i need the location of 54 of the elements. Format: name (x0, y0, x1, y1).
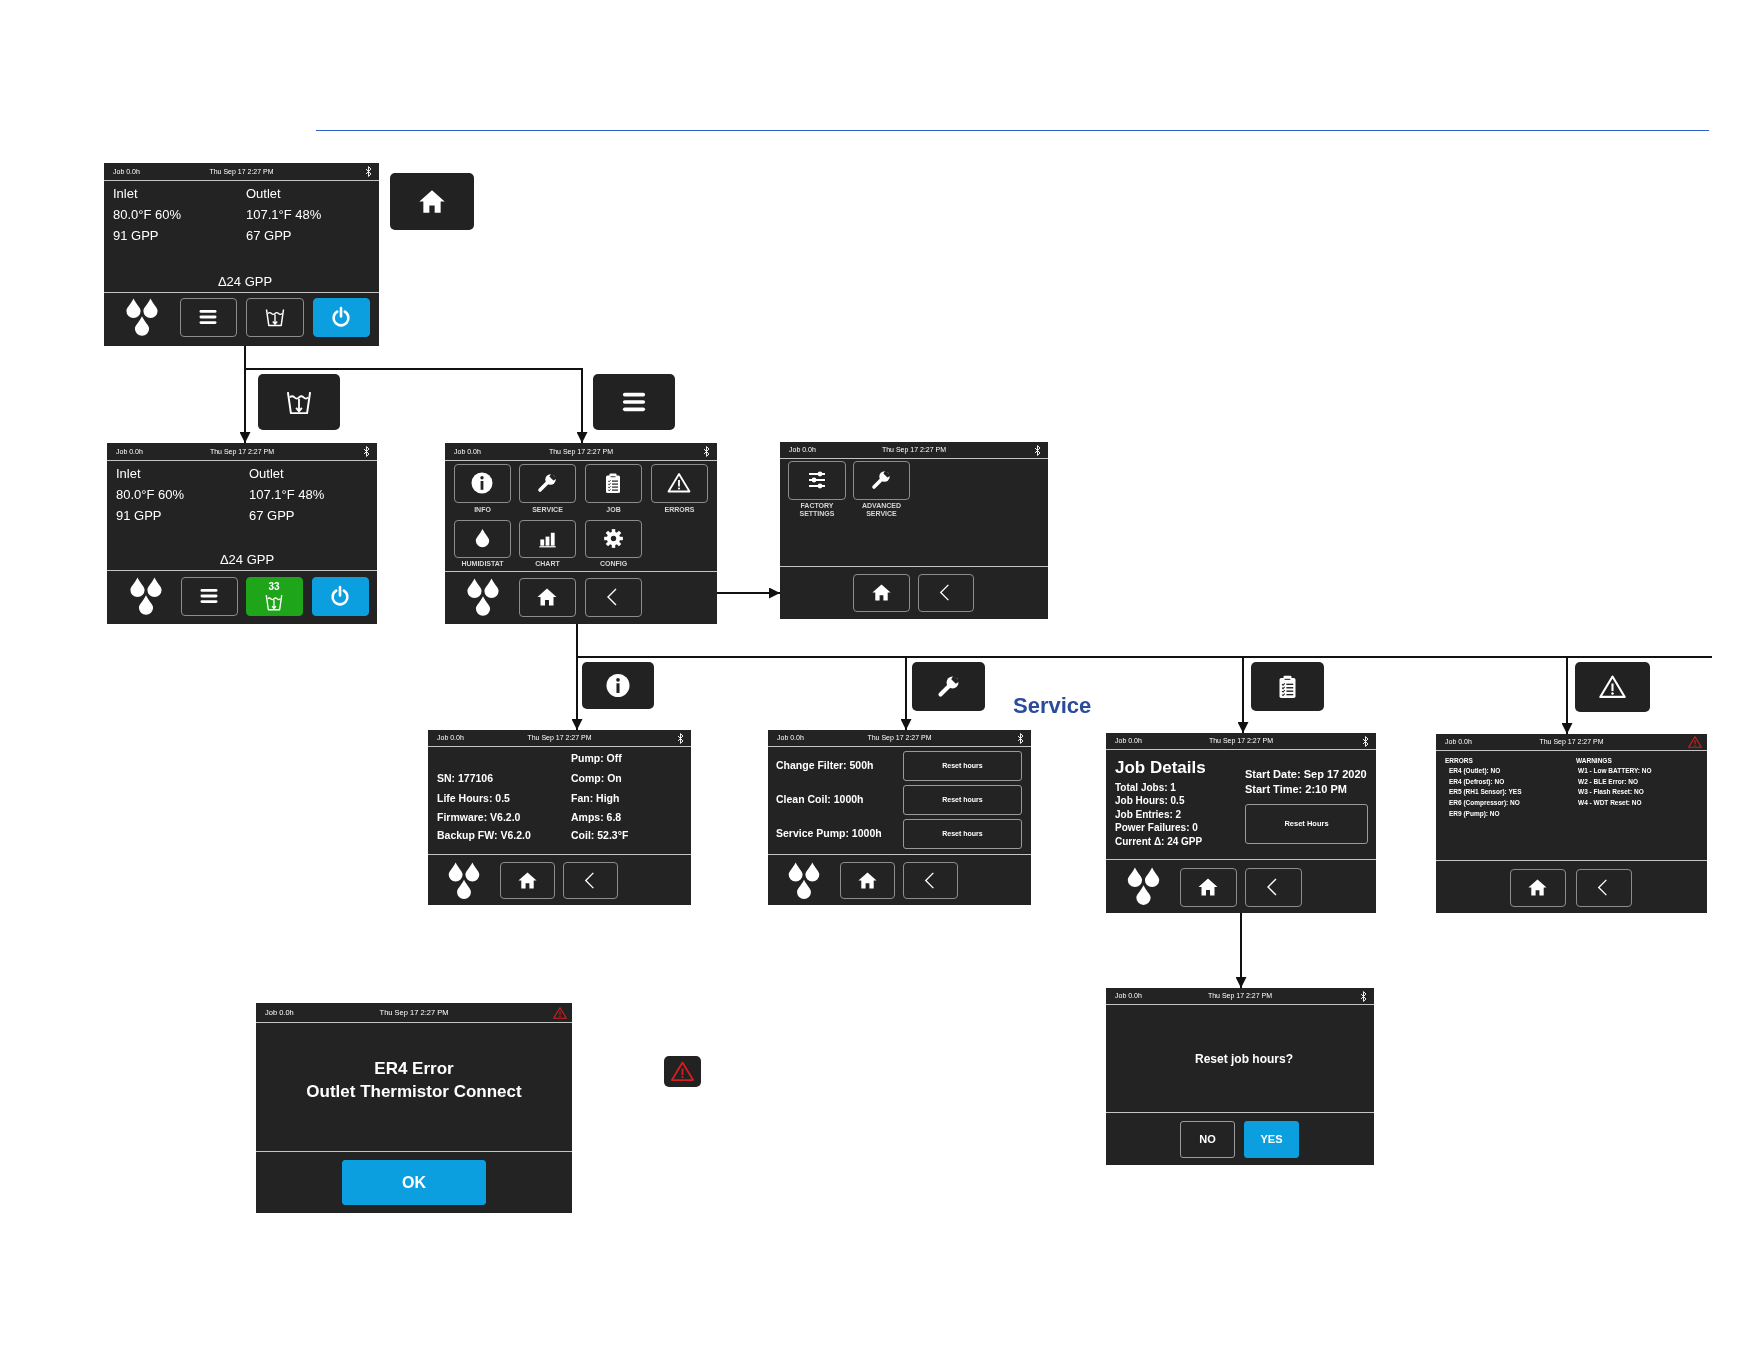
status-reading: Backup FW: V6.2.0 (437, 830, 531, 842)
job-stat-text: Job Hours: 0.5 (1115, 794, 1185, 806)
reading-value: 67 GPP (246, 228, 292, 244)
yes-button: YES (1244, 1121, 1299, 1158)
status-reading: Life Hours: 0.5 (437, 793, 510, 805)
service-interval-text: Service Pump: 1000h (776, 828, 882, 840)
status-reading: Amps: 6.8 (571, 812, 622, 824)
status-reading: Firmware: V6.2.0 (437, 812, 521, 824)
reading-value: 80.0°F 60% (116, 487, 185, 503)
no-button: NO (1180, 1121, 1235, 1158)
service-interval-text: Change Filter: 500h (776, 760, 874, 772)
gpp-difference-value: Δ24 GPP (219, 552, 275, 568)
column-heading: Inlet (116, 466, 141, 482)
device-screen (780, 442, 1048, 619)
flow-arrow (1235, 912, 1247, 989)
column-heading: Inlet (113, 186, 138, 202)
device-screen (1106, 733, 1376, 913)
reading-value: 80.0°F 60% (113, 207, 182, 223)
status-reading: Coil: 52.3°F (571, 830, 629, 842)
job-stat-text: Job Entries: 2 (1115, 808, 1182, 820)
reading-value: 107.1°F 48% (249, 487, 325, 503)
device-screen (428, 730, 691, 905)
status-reading: SN: 177106 (437, 773, 494, 785)
device-screen (1106, 988, 1374, 1165)
tank-button: 33 (246, 577, 303, 616)
device-screen (445, 443, 717, 624)
error-title: ER4 Error (374, 1059, 454, 1079)
status-reading: Fan: High (571, 793, 620, 805)
status-reading: Comp: On (571, 773, 622, 785)
gpp-difference-value: Δ24 GPP (217, 274, 273, 290)
confirm-question: Reset job hours? (1195, 1053, 1293, 1067)
device-screen (768, 730, 1031, 905)
ok-button: OK (342, 1160, 486, 1205)
job-stat-text: Total Jobs: 1 (1115, 781, 1176, 793)
job-stat-text: Power Failures: 0 (1115, 821, 1198, 833)
flow-arrow (716, 587, 781, 599)
device-screen (107, 443, 377, 624)
column-heading: Outlet (249, 466, 284, 482)
reading-value: 107.1°F 48% (246, 207, 322, 223)
job-stat-text: Current Δ: 24 GPP (1115, 835, 1203, 847)
column-heading: Outlet (246, 186, 281, 202)
error-message: Outlet Thermistor Connect (306, 1082, 522, 1102)
reading-value: 91 GPP (116, 508, 162, 524)
device-screen (1436, 734, 1707, 913)
device-screen (104, 163, 379, 346)
job-start-text: Start Time: 2:10 PM (1245, 782, 1347, 796)
status-reading: Pump: Off (571, 753, 622, 765)
reading-value: 91 GPP (113, 228, 159, 244)
service-interval-text: Clean Coil: 1000h (776, 794, 864, 806)
section-label: Service (1013, 693, 1092, 719)
job-start-text: Start Date: Sep 17 2020 (1245, 767, 1367, 781)
screen-heading: Job Details (1115, 758, 1206, 778)
device-screen (256, 1003, 572, 1213)
reading-value: 67 GPP (249, 508, 295, 524)
